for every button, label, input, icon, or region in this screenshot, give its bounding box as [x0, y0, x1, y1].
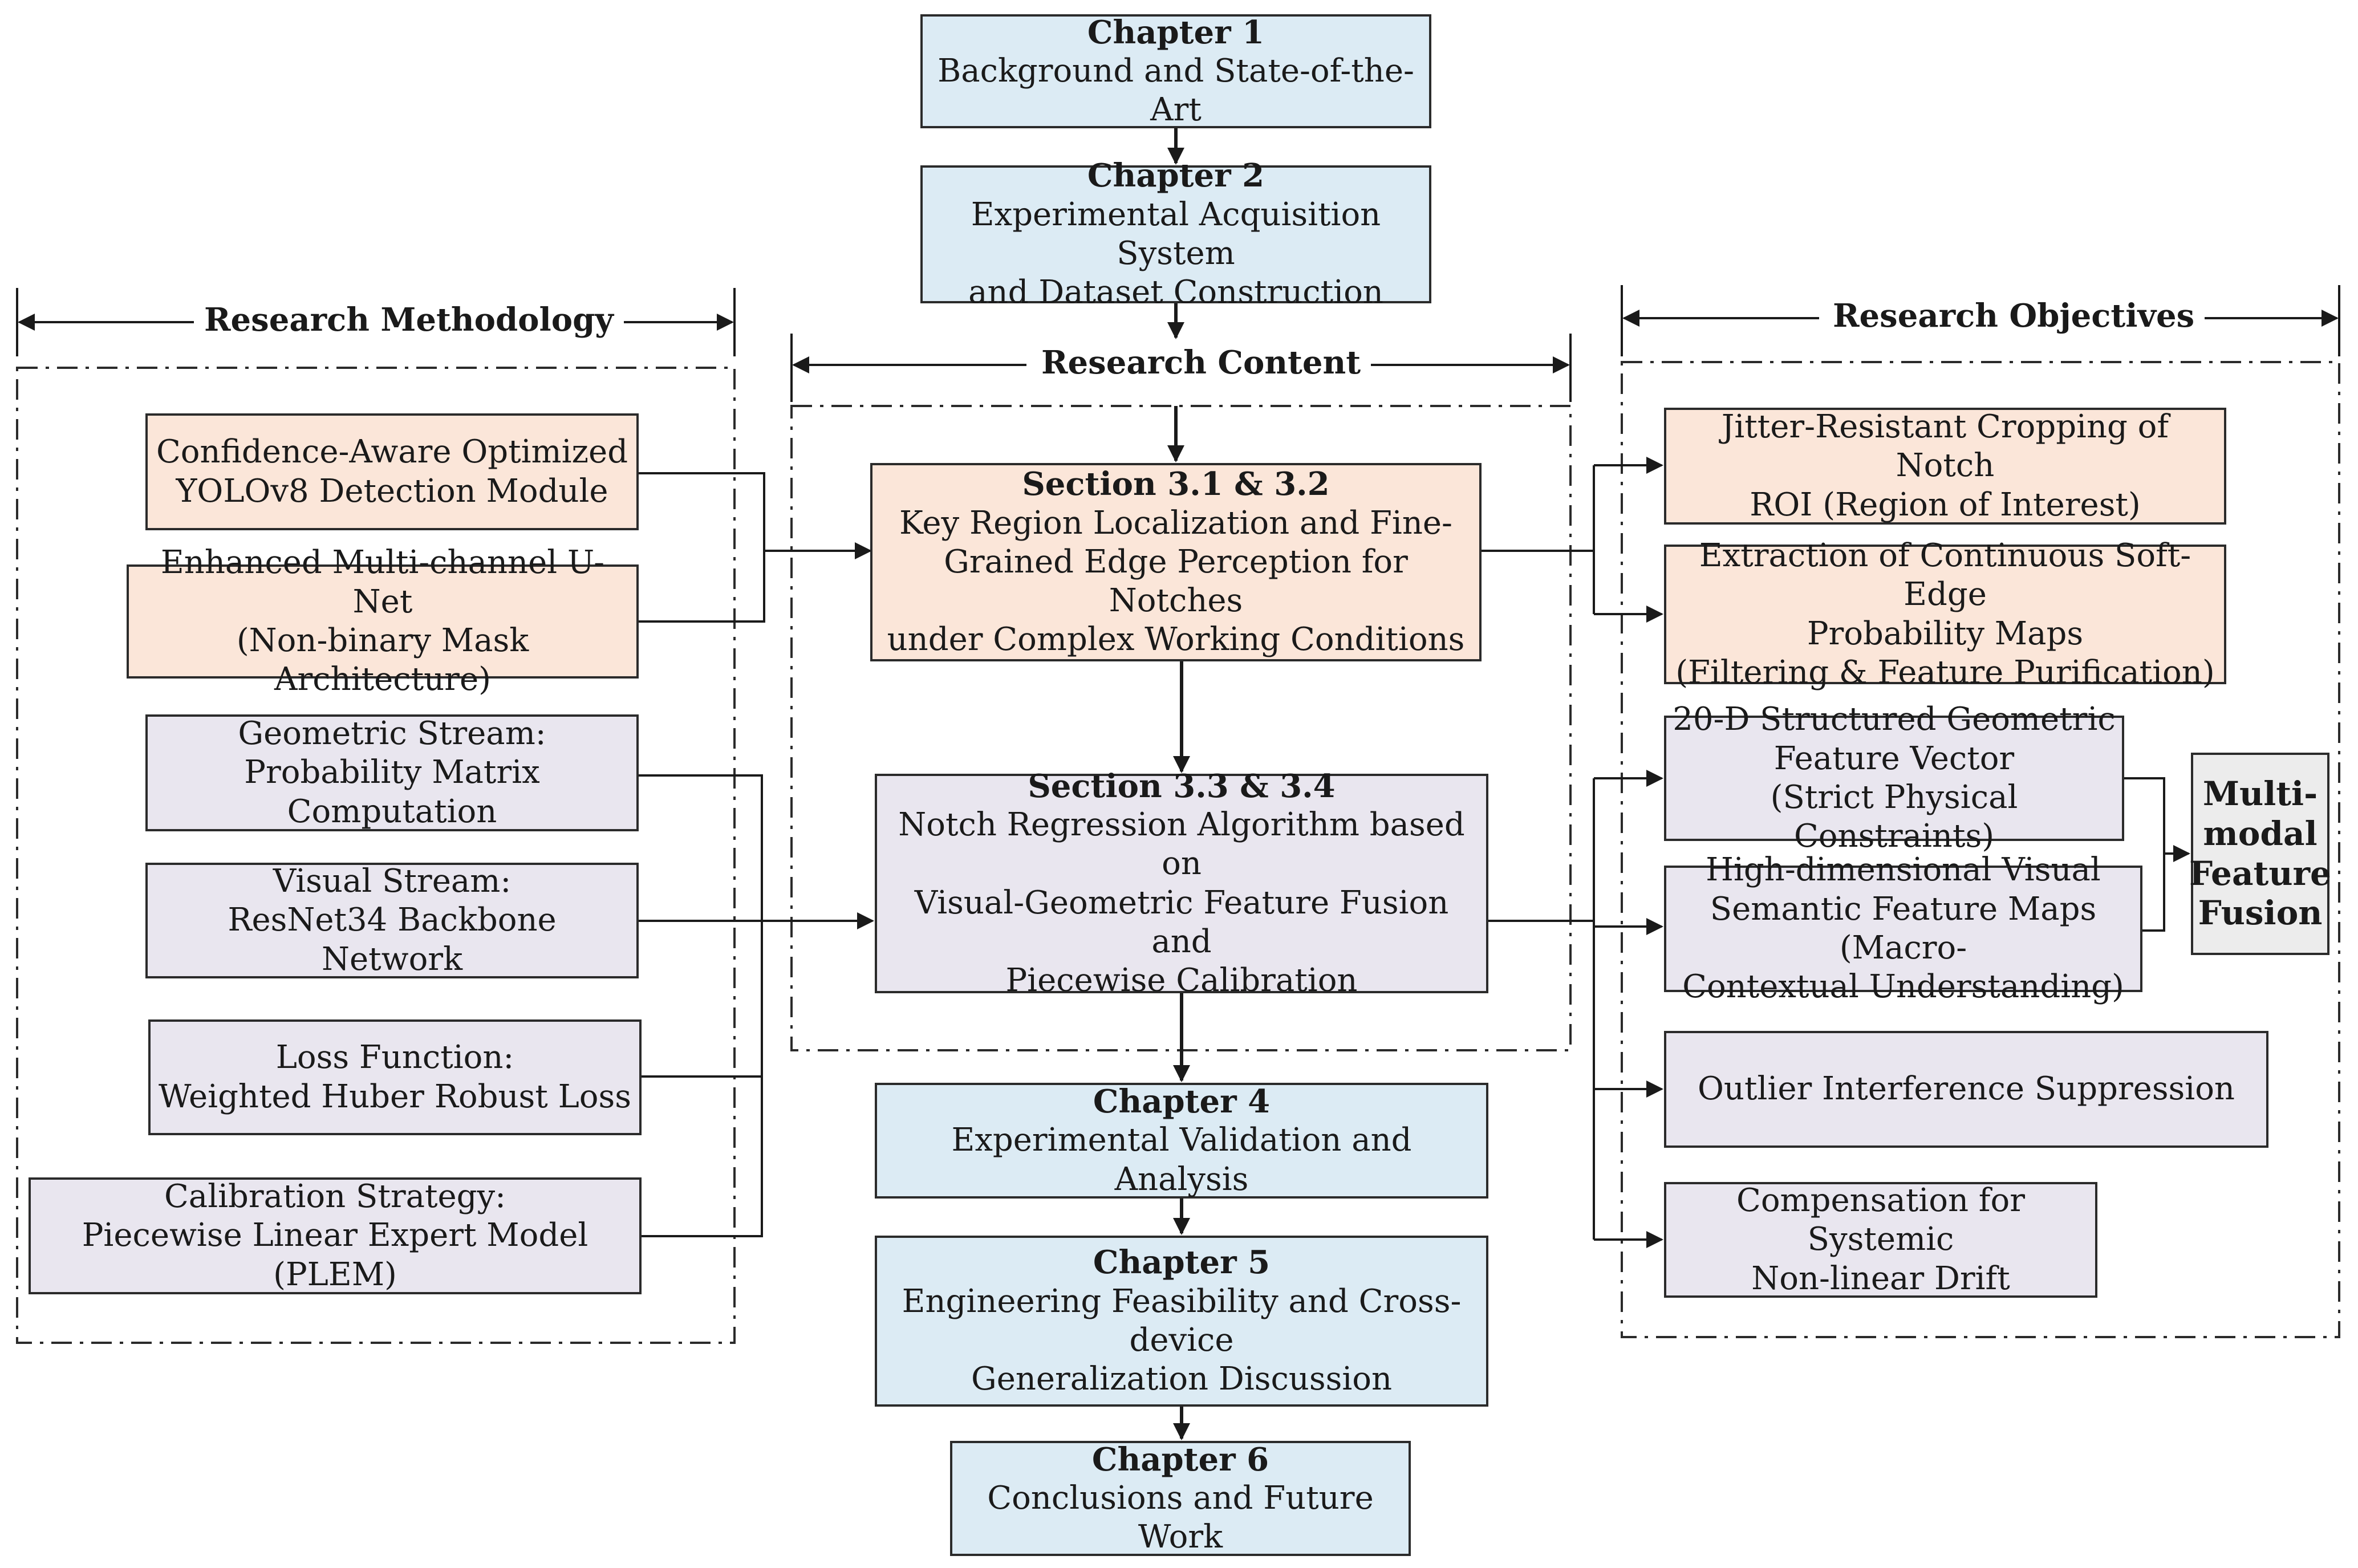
section-3-1-title: Section 3.1 & 3.2	[1022, 465, 1330, 503]
objective-geometric-vector-box: 20-D Structured Geometric Feature Vector…	[1664, 701, 2124, 855]
method-visual-line2: ResNet34 Backbone Network	[228, 901, 557, 978]
objective-soft-edge-line1: Extraction of Continuous Soft-Edge	[1699, 537, 2191, 614]
section-3-1-line3: under Complex Working Conditions	[887, 621, 1465, 659]
objective-geometric-line1: 20-D Structured Geometric	[1673, 701, 2116, 738]
fusion-line2: modal	[2203, 814, 2318, 853]
chapter-4-title: Chapter 4	[1093, 1083, 1271, 1121]
objective-drift-box: Compensation for Systemic Non-linear Dri…	[1664, 1182, 2097, 1298]
chapter-2-line2: and Dataset Construction	[968, 274, 1383, 311]
method-visual-line1: Visual Stream:	[273, 863, 512, 900]
objective-outlier-line1: Outlier Interference Suppression	[1698, 1070, 2235, 1108]
objective-roi-box: Jitter-Resistant Cropping of Notch ROI (…	[1664, 408, 2226, 525]
objective-drift-line2: Non-linear Drift	[1751, 1260, 2010, 1297]
chapter-1-title: Chapter 1	[1087, 13, 1265, 51]
chapter-2-line1: Experimental Acquisition System	[971, 196, 1381, 272]
research-content-label: Research Content	[1031, 344, 1371, 381]
method-loss-line1: Loss Function:	[275, 1039, 514, 1077]
method-calibration-box: Calibration Strategy: Piecewise Linear E…	[29, 1177, 642, 1294]
chapter-1-text: Background and State-of-the-Art	[937, 52, 1414, 129]
chapter-5-box: Chapter 5 Engineering Feasibility and Cr…	[875, 1236, 1488, 1407]
chapter-2-box: Chapter 2 Experimental Acquisition Syste…	[920, 157, 1431, 311]
objective-soft-edge-line2: Probability Maps	[1807, 615, 2084, 652]
method-unet-box: Enhanced Multi-channel U-Net (Non-binary…	[127, 544, 639, 698]
objective-roi-line2: ROI (Region of Interest)	[1750, 486, 2141, 523]
chapter-4-text: Experimental Validation and Analysis	[951, 1122, 1412, 1198]
method-geometric-stream-box: Geometric Stream: Probability Matrix Com…	[145, 714, 639, 831]
section-3-3-title: Section 3.3 & 3.4	[1028, 767, 1336, 805]
method-calibration-line1: Calibration Strategy:	[164, 1178, 506, 1216]
section-3-3-line1: Notch Regression Algorithm based on	[898, 806, 1465, 883]
objective-visual-line2: Semantic Feature Maps (Macro-	[1710, 890, 2097, 966]
method-visual-stream-box: Visual Stream: ResNet34 Backbone Network	[145, 863, 639, 978]
objective-visual-maps-box: High-dimensional Visual Semantic Feature…	[1664, 851, 2142, 1005]
fusion-line4: Fusion	[2198, 893, 2323, 933]
method-geometric-line2: Probability Matrix Computation	[244, 754, 540, 830]
section-3-1-line2: Grained Edge Perception for Notches	[944, 543, 1408, 620]
fusion-line3: Feature	[2189, 854, 2331, 893]
objective-visual-line1: High-dimensional Visual	[1706, 851, 2101, 889]
objective-soft-edge-box: Extraction of Continuous Soft-Edge Proba…	[1664, 537, 2226, 691]
section-3-3-line3: Piecewise Calibration	[1005, 962, 1358, 1000]
section-3-3-line2: Visual-Geometric Feature Fusion and	[914, 884, 1449, 960]
chapter-5-line2: Generalization Discussion	[971, 1360, 1393, 1398]
method-unet-line1: Enhanced Multi-channel U-Net	[160, 544, 605, 620]
chapter-5-title: Chapter 5	[1093, 1244, 1271, 1282]
method-calibration-line2: Piecewise Linear Expert Model (PLEM)	[82, 1217, 589, 1293]
fusion-line1: Multi-	[2202, 774, 2318, 814]
chapter-5-line1: Engineering Feasibility and Cross-device	[902, 1282, 1462, 1359]
research-methodology-label: Research Methodology	[194, 301, 624, 339]
objective-drift-line1: Compensation for Systemic	[1736, 1182, 2026, 1258]
section-3-1-line1: Key Region Localization and Fine-	[899, 504, 1452, 542]
section-3-3-box: Section 3.3 & 3.4 Notch Regression Algor…	[875, 767, 1488, 999]
method-geometric-line1: Geometric Stream:	[238, 715, 546, 753]
chapter-6-title: Chapter 6	[1091, 1440, 1269, 1478]
method-loss-function-box: Loss Function: Weighted Huber Robust Los…	[148, 1019, 642, 1135]
research-objectives-label: Research Objectives	[1823, 297, 2205, 335]
method-unet-line2: (Non-binary Mask Architecture)	[236, 622, 529, 698]
objective-soft-edge-line3: (Filtering & Feature Purification)	[1675, 653, 2215, 691]
objectives-frame	[1621, 361, 2340, 1338]
objective-geometric-line3: (Strict Physical Constraints)	[1770, 779, 2018, 855]
chapter-1-box: Chapter 1 Background and State-of-the-Ar…	[920, 14, 1431, 128]
chapter-4-box: Chapter 4 Experimental Validation and An…	[875, 1083, 1488, 1199]
method-loss-line2: Weighted Huber Robust Loss	[159, 1078, 631, 1115]
method-yolov8-line1: Confidence-Aware Optimized	[156, 433, 628, 471]
methodology-frame	[16, 367, 736, 1344]
method-yolov8-box: Confidence-Aware Optimized YOLOv8 Detect…	[145, 413, 639, 530]
chapter-2-title: Chapter 2	[1087, 157, 1265, 195]
chapter-6-text: Conclusions and Future Work	[987, 1479, 1374, 1556]
objective-roi-line1: Jitter-Resistant Cropping of Notch	[1721, 408, 2169, 485]
section-3-1-box: Section 3.1 & 3.2 Key Region Localizatio…	[870, 463, 1482, 661]
multimodal-fusion-box: Multi- modal Feature Fusion	[2189, 753, 2331, 955]
objective-visual-line3: Contextual Understanding)	[1682, 968, 2124, 1006]
objective-geometric-line2: Feature Vector	[1773, 740, 2015, 777]
chapter-6-box: Chapter 6 Conclusions and Future Work	[950, 1441, 1411, 1556]
objective-outlier-box: Outlier Interference Suppression	[1664, 1031, 2268, 1148]
method-yolov8-line2: YOLOv8 Detection Module	[176, 472, 608, 510]
